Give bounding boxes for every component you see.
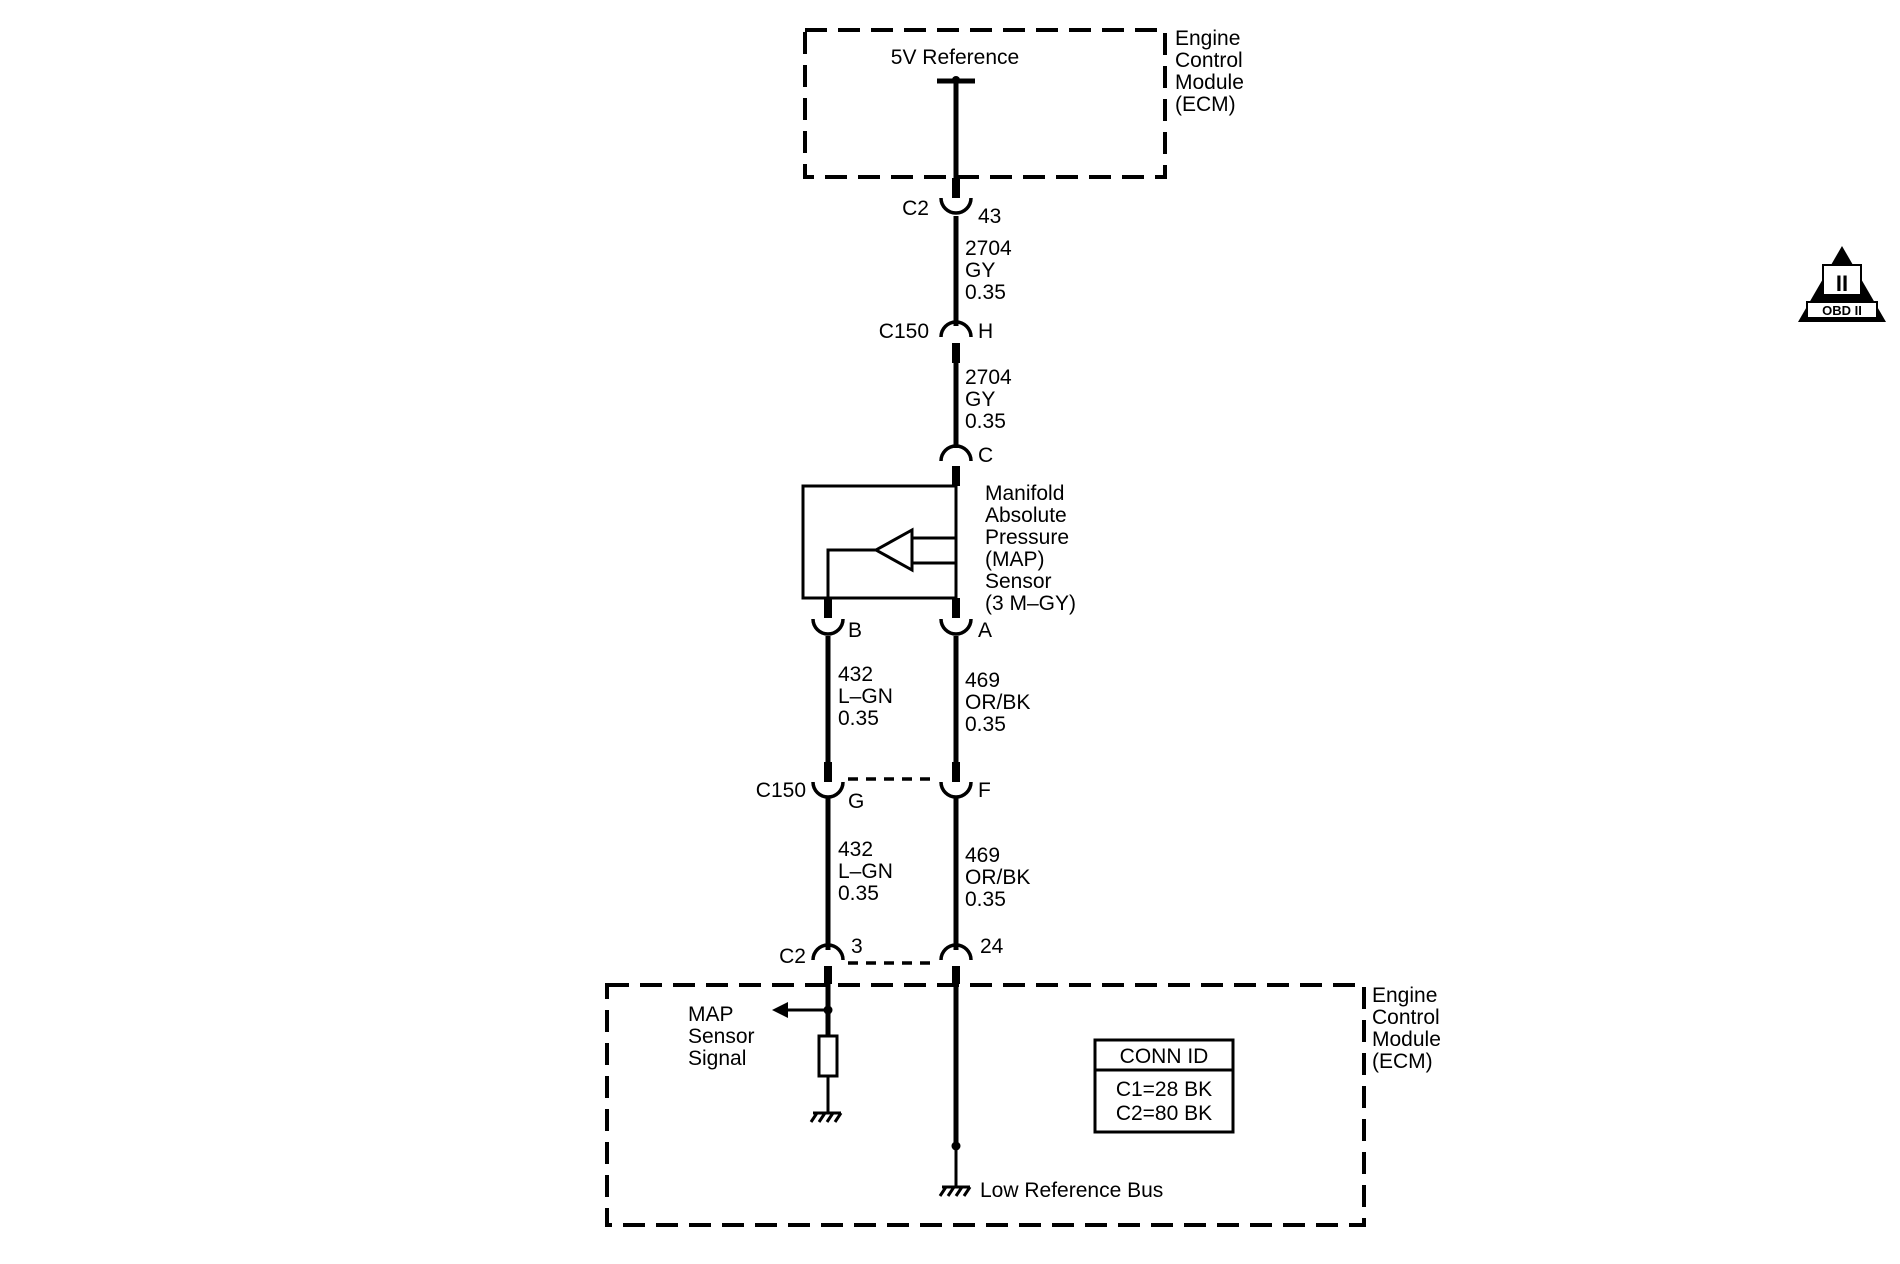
svg-text:G: G [848,790,864,813]
lowref-ground-icon [938,1185,972,1197]
sensor-pin-c: C [939,444,993,486]
map-sensor-name: Manifold Absolute Pressure (MAP) Sensor … [985,482,1076,615]
connector-c2-43: C2 43 [902,178,1001,228]
pulldown-resistor [817,1034,839,1078]
svg-text:Engine: Engine [1175,27,1240,50]
svg-text:Pressure: Pressure [985,526,1069,549]
wire-2704-a-label: 2704 GY 0.35 [965,237,1012,304]
svg-text:2704: 2704 [965,237,1012,260]
svg-text:0.35: 0.35 [965,281,1006,304]
svg-text:(ECM): (ECM) [1372,1050,1433,1073]
svg-text:Manifold: Manifold [985,482,1064,505]
svg-text:Engine: Engine [1372,984,1437,1007]
map-signal-label: MAP Sensor Signal [688,1003,755,1070]
wire-469-b-label: 469 OR/BK 0.35 [965,844,1030,911]
wire-432-a-label: 432 L–GN 0.35 [838,663,893,730]
svg-text:0.35: 0.35 [838,707,879,730]
conn-id-table: CONN ID C1=28 BK C2=80 BK [1093,1038,1235,1134]
svg-text:24: 24 [980,935,1004,958]
svg-text:OBD II: OBD II [1822,303,1862,318]
svg-text:OR/BK: OR/BK [965,691,1030,714]
svg-text:C2=80 BK: C2=80 BK [1116,1102,1212,1125]
connector-c2-3-24: C2 3 24 [779,935,1004,984]
svg-text:Absolute: Absolute [985,504,1067,527]
svg-text:F: F [978,779,991,802]
wire-469-a-label: 469 OR/BK 0.35 [965,669,1030,736]
svg-text:Sensor: Sensor [688,1025,755,1048]
svg-text:469: 469 [965,669,1000,692]
svg-text:0.35: 0.35 [838,882,879,905]
connector-c150-h: C150 H [879,320,993,363]
svg-text:43: 43 [978,205,1001,228]
wire-432-b-label: 432 L–GN 0.35 [838,838,893,905]
svg-text:II: II [1836,271,1848,296]
ecm-top-title: Engine Control Module (ECM) [1175,27,1244,116]
svg-text:2704: 2704 [965,366,1012,389]
ecm-bottom-title: Engine Control Module (ECM) [1372,984,1441,1073]
svg-text:C2: C2 [779,945,806,968]
svg-text:Module: Module [1175,71,1244,94]
svg-text:A: A [978,619,992,642]
svg-text:OR/BK: OR/BK [965,866,1030,889]
svg-text:C150: C150 [756,779,806,802]
svg-text:432: 432 [838,663,873,686]
svg-text:C150: C150 [879,320,929,343]
svg-text:CONN ID: CONN ID [1120,1045,1209,1068]
svg-text:C2: C2 [902,197,929,220]
signal-arrow-head [772,1002,788,1018]
svg-text:(3 M–GY): (3 M–GY) [985,592,1076,615]
svg-text:0.35: 0.35 [965,713,1006,736]
svg-text:(MAP): (MAP) [985,548,1045,571]
obd-ii-badge-icon: II OBD II [1798,246,1886,322]
map-sensor-box [801,484,958,600]
connector-c150-gf: C150 G F [756,762,991,813]
map-sensor-internals [826,486,958,598]
svg-text:0.35: 0.35 [965,410,1006,433]
svg-text:C: C [978,444,993,467]
ecm-top-box [803,28,1167,179]
svg-text:(ECM): (ECM) [1175,93,1236,116]
svg-text:B: B [848,619,862,642]
signal-ground-icon [809,1111,843,1123]
svg-text:C1=28 BK: C1=28 BK [1116,1078,1212,1101]
svg-text:Signal: Signal [688,1047,746,1070]
svg-text:GY: GY [965,388,995,411]
wire-2704-b-label: 2704 GY 0.35 [965,366,1012,433]
sensor-pin-a: A [939,598,992,642]
svg-text:3: 3 [851,935,863,958]
svg-text:469: 469 [965,844,1000,867]
svg-text:H: H [978,320,993,343]
svg-text:GY: GY [965,259,995,282]
svg-text:432: 432 [838,838,873,861]
svg-text:Control: Control [1372,1006,1440,1029]
ecm-bottom-box [605,983,1366,1227]
svg-text:MAP: MAP [688,1003,734,1026]
svg-text:L–GN: L–GN [838,685,893,708]
ref-5v-label: 5V Reference [891,46,1019,69]
svg-text:Control: Control [1175,49,1243,72]
low-reference-bus-label: Low Reference Bus [980,1179,1163,1202]
svg-text:0.35: 0.35 [965,888,1006,911]
sensor-pin-b: B [811,598,862,642]
svg-text:Sensor: Sensor [985,570,1052,593]
svg-text:Module: Module [1372,1028,1441,1051]
svg-text:L–GN: L–GN [838,860,893,883]
